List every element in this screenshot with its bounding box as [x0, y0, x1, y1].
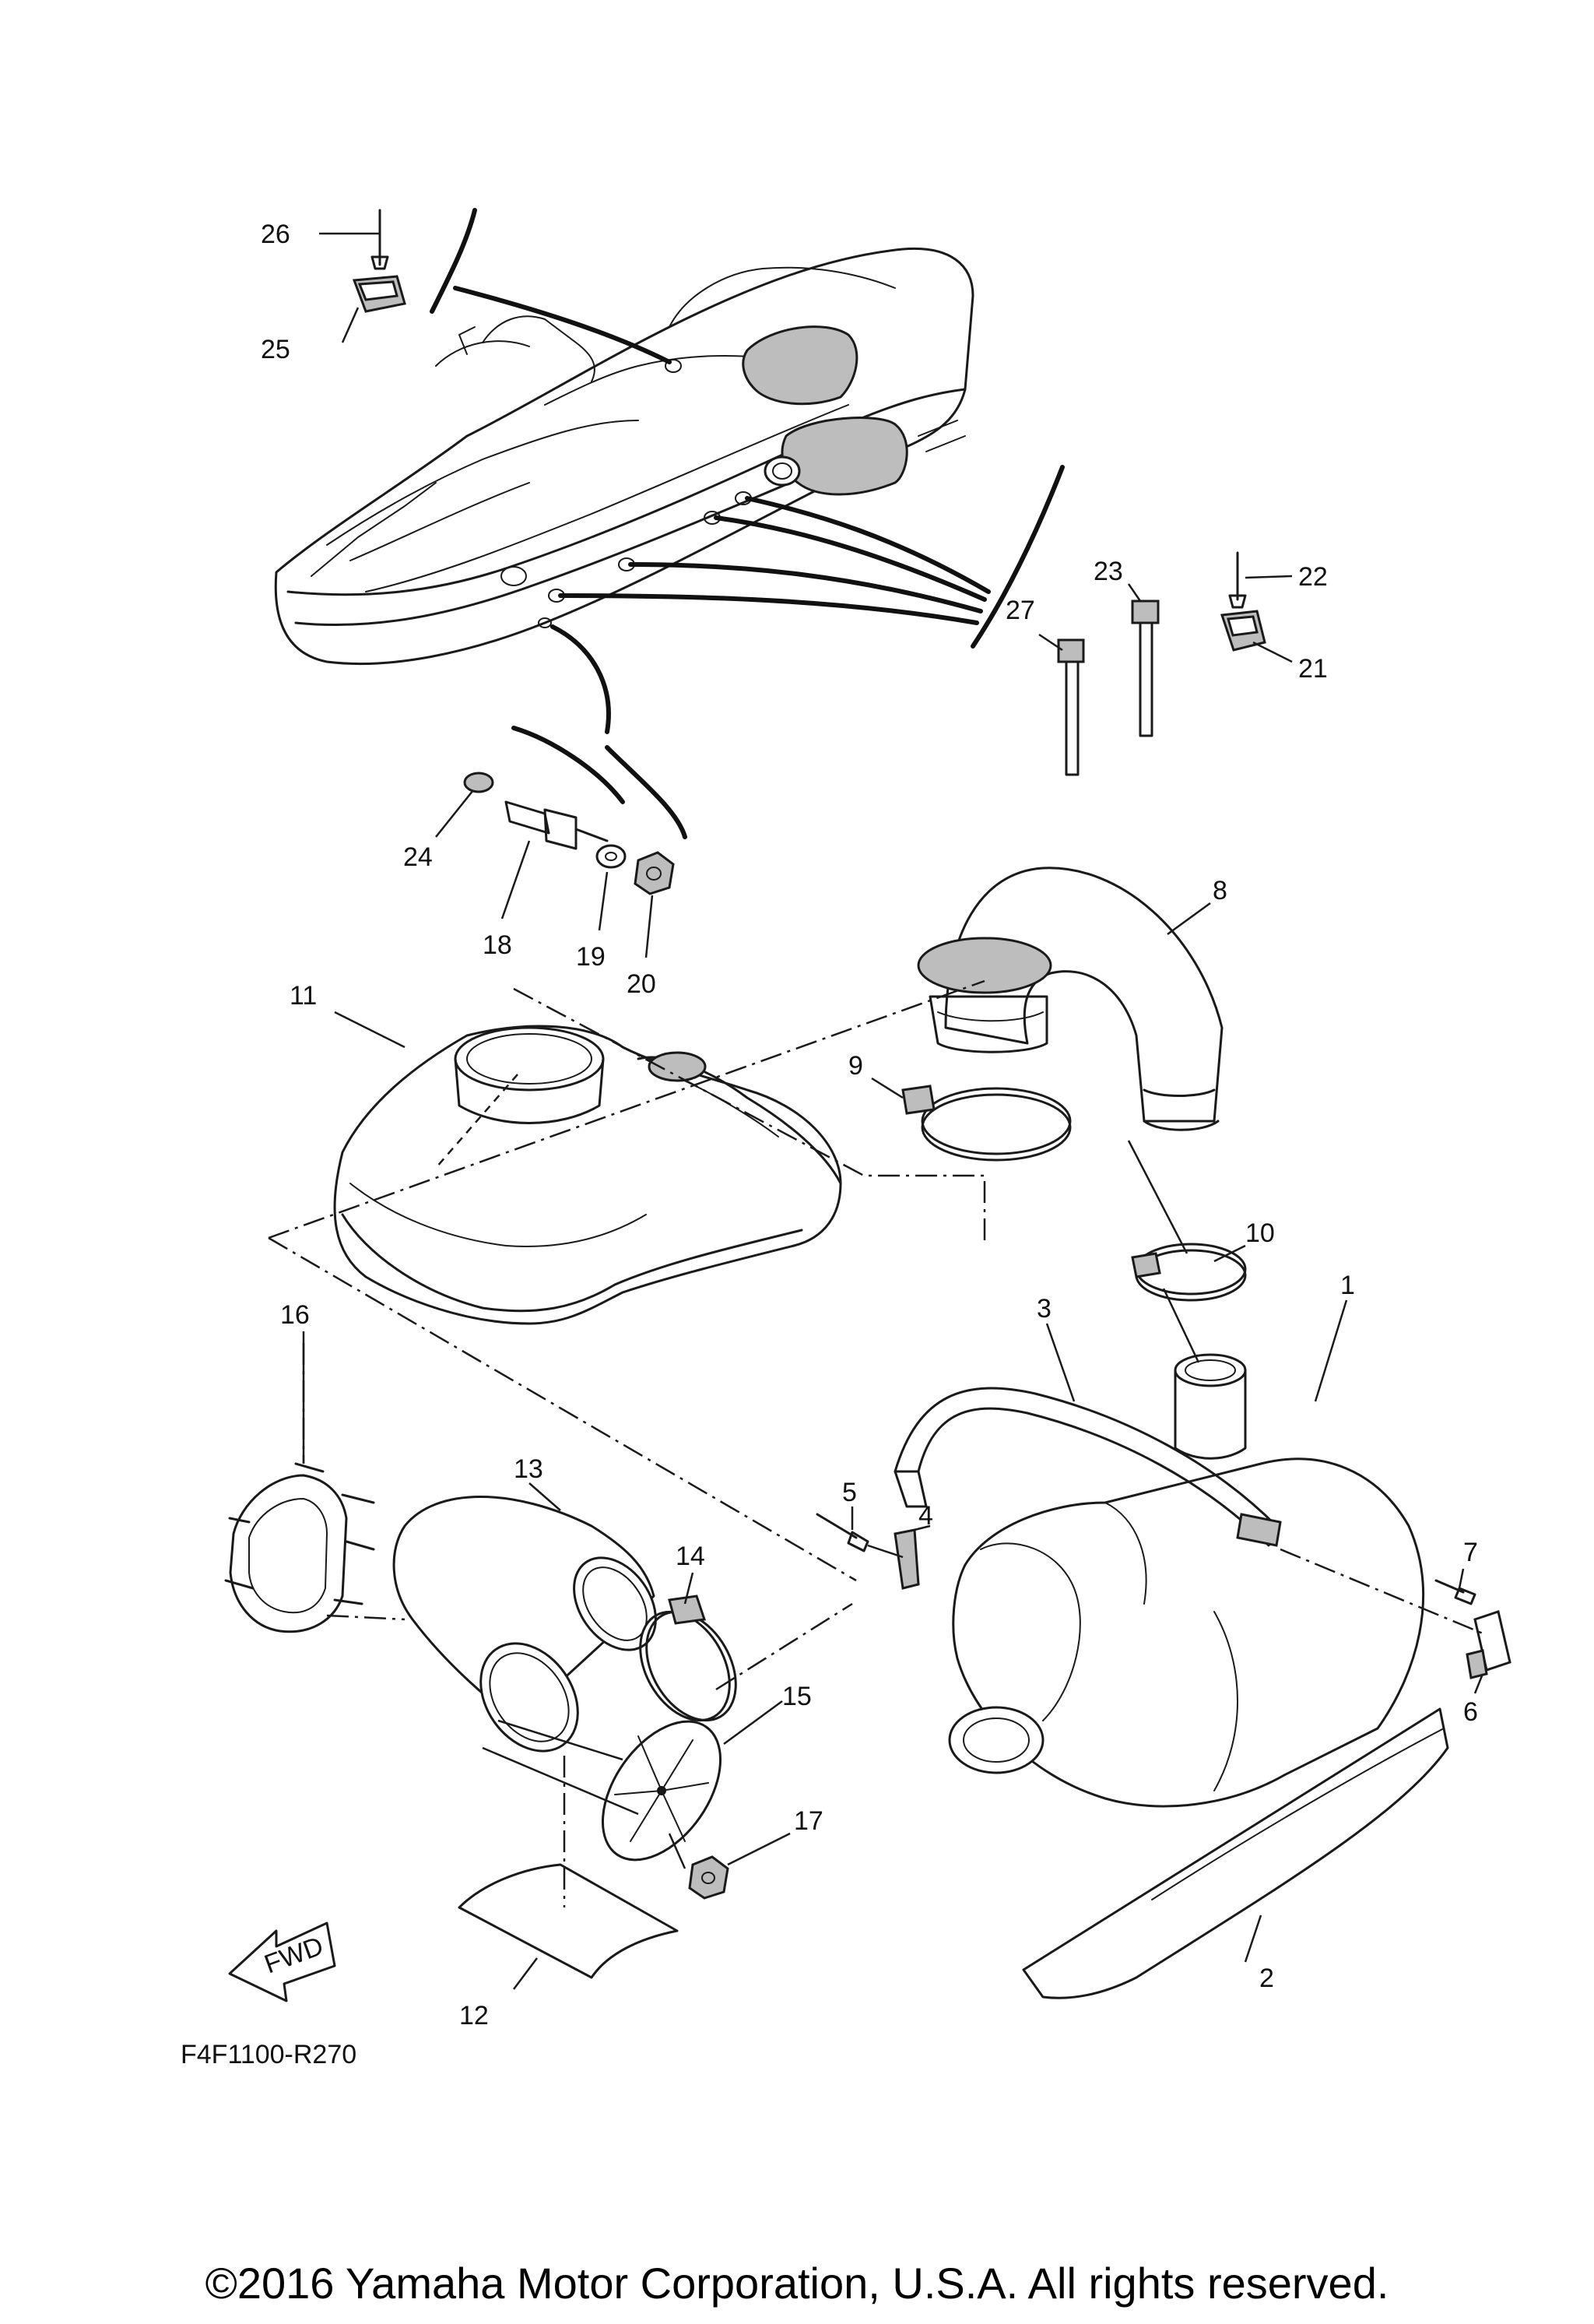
part-25-grommet [352, 275, 406, 313]
part-23-cable-tie [1131, 599, 1160, 737]
callout-17: 17 [794, 1806, 823, 1836]
part-14-hose-clamp [639, 1594, 737, 1722]
callout-22: 22 [1298, 562, 1328, 592]
copyright-notice: ©2016 Yamaha Motor Corporation, U.S.A. A… [205, 2259, 1389, 2308]
part-5-screw [816, 1513, 869, 1552]
watercraft-illustration [274, 247, 974, 666]
callout-13: 13 [514, 1454, 543, 1484]
callout-14: 14 [676, 1542, 705, 1571]
assembly-reference-lines [268, 979, 1487, 1907]
callout-21: 21 [1298, 654, 1328, 684]
callout-27: 27 [1006, 596, 1035, 625]
part-20-nut [634, 851, 675, 895]
part-27-cable-tie [1057, 638, 1085, 776]
callout-23: 23 [1094, 557, 1123, 586]
part-7-screw [1434, 1579, 1476, 1605]
part-2-heat-shield [1022, 1707, 1449, 1999]
callout-12: 12 [459, 2001, 489, 2030]
part-26-fastener [370, 209, 389, 270]
callout-labels: 1 2 3 4 5 6 7 8 9 10 11 12 13 14 15 16 1… [261, 220, 1478, 2030]
callout-15: 15 [782, 1682, 812, 1711]
fwd-arrow-icon: FWD [228, 1921, 336, 2002]
callout-leaders [302, 232, 1484, 1990]
part-9-clamp [901, 1085, 1072, 1162]
callout-10: 10 [1245, 1218, 1275, 1248]
callout-9: 9 [848, 1051, 863, 1081]
part-11-resonator-tank [333, 1025, 842, 1325]
part-22-fastener [1228, 551, 1247, 609]
callout-26: 26 [261, 220, 290, 249]
part-17-nut [688, 1855, 729, 1900]
part-1-muffler [948, 1353, 1424, 1808]
callout-8: 8 [1213, 876, 1227, 905]
callout-24: 24 [403, 842, 433, 872]
part-10-clamp [1131, 1243, 1247, 1302]
part-4-bracket [894, 1528, 920, 1590]
callout-7: 7 [1463, 1538, 1478, 1567]
callout-19: 19 [576, 942, 606, 972]
callout-3: 3 [1037, 1294, 1052, 1324]
part-12-shield-plate [458, 1863, 679, 1979]
callout-5: 5 [842, 1478, 857, 1507]
callout-2: 2 [1259, 1964, 1274, 1993]
callout-1: 1 [1340, 1271, 1355, 1300]
drawing-code: F4F1100-R270 [181, 2040, 356, 2069]
part-18-nipple-fitting [504, 800, 609, 850]
part-21-grommet [1220, 610, 1266, 652]
callout-25: 25 [261, 335, 290, 364]
callout-18: 18 [483, 930, 512, 960]
callout-16: 16 [280, 1300, 310, 1330]
part-6-bracket [1466, 1610, 1511, 1679]
callout-11: 11 [290, 981, 317, 1011]
part-13-exhaust-elbow [392, 1496, 657, 1753]
callout-6: 6 [1463, 1697, 1478, 1727]
callout-20: 20 [627, 969, 656, 999]
part-3-strap [894, 1387, 1282, 1547]
part-19-washer [595, 844, 627, 869]
part-24-clip [463, 772, 494, 793]
boat-leader-lines [430, 208, 1065, 839]
part-8-elbow-hose [917, 867, 1224, 1131]
callout-4: 4 [918, 1501, 933, 1531]
part-15-gasket-disc [601, 1720, 722, 1862]
part-16-stud-ring [224, 1462, 375, 1633]
